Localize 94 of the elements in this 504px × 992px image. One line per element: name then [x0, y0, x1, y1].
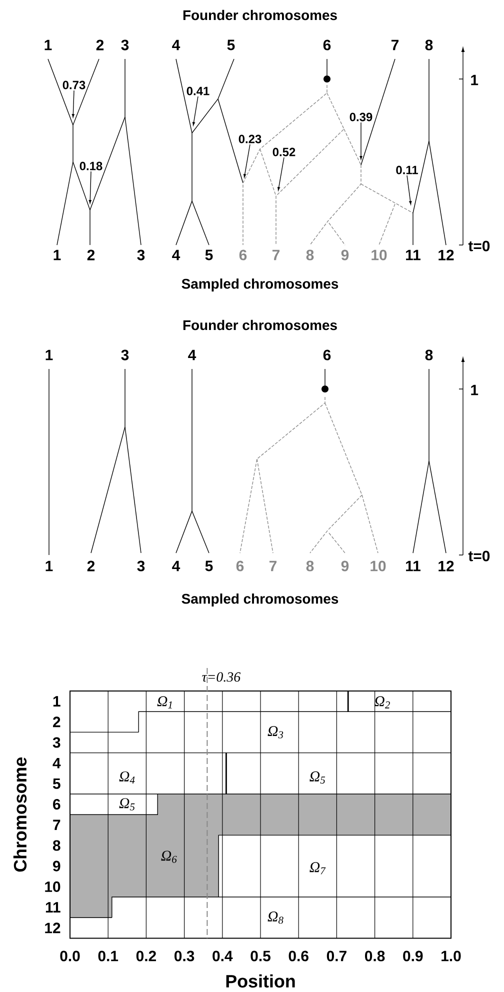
axis-tick-label: 0.0: [60, 950, 80, 962]
chromosome-number: 1: [471, 384, 478, 396]
axis-title: Position: [226, 974, 295, 988]
region-label: Ω$_{6}$: [161, 850, 177, 863]
chromosome-number: 2: [87, 560, 95, 572]
chromosome-number: t=0: [468, 240, 490, 252]
chromosome-number: 9: [341, 250, 349, 260]
axis-tick-label: 3: [52, 737, 60, 748]
chromosome-number: 6: [239, 250, 247, 260]
chromosome-number: 4: [172, 560, 180, 572]
axis-tick-label: 12: [45, 922, 60, 934]
leader-arrow: [192, 96, 198, 126]
chromosome-number: 10: [370, 560, 386, 572]
recombination-label: 0.23: [238, 134, 262, 144]
axis-tick-label: 6: [53, 799, 60, 810]
region-label: Ω$_{1}$: [157, 696, 172, 708]
region-label: Ω$_{4}$: [119, 771, 135, 784]
chromosome-number: 8: [425, 40, 433, 50]
leader-arrow: [72, 90, 74, 118]
leader-arrow: [244, 144, 250, 178]
chromosome-number: 3: [137, 560, 145, 572]
chromosome-number: 6: [236, 560, 244, 572]
chromosome-number: 4: [188, 350, 196, 360]
chromosome-number: 6: [323, 350, 331, 360]
axis-tick-label: 0.9: [403, 950, 423, 962]
axis-tick-label: 0.2: [136, 950, 156, 962]
region-label: Ω$_{5}$: [119, 798, 135, 810]
recombination-label: 0.41: [186, 86, 210, 96]
chromosome-number: t=0: [468, 550, 490, 562]
chromosome-number: 8: [425, 350, 433, 360]
axis-tick-label: 9: [53, 860, 60, 872]
chromosome-number: 5: [205, 250, 213, 260]
chromosome-number: 3: [137, 250, 145, 260]
chromosome-number: 5: [227, 40, 235, 50]
axis-tick-label: 2: [53, 716, 60, 728]
section-heading: Sampled chromosomes: [182, 594, 338, 606]
recombination-label: 0.18: [80, 162, 102, 170]
axis-tick-label: 0.3: [174, 950, 194, 962]
chromosome-number: 2: [96, 40, 104, 50]
chromosome-number: 3: [121, 40, 129, 50]
axis-tick-label: 0.5: [250, 950, 270, 962]
axis-title: Chromosome: [13, 757, 27, 872]
axis-tick-label: 0.7: [326, 950, 346, 962]
leader-arrow: [88, 171, 92, 204]
chromosome-number: 7: [269, 560, 276, 572]
chromosome-number: 7: [391, 40, 398, 50]
chromosome-number: 9: [341, 560, 349, 572]
region-label: Ω$_{3}$: [268, 726, 284, 738]
axis-tick-label: 8: [52, 840, 60, 851]
recombination-label: 0.11: [396, 166, 418, 174]
axis-tick-label: 5: [52, 778, 60, 789]
chromosome-number: 10: [372, 250, 387, 260]
chromosome-number: 3: [121, 350, 129, 360]
axis-tick-label: 1: [53, 696, 60, 706]
chromosome-number: 7: [272, 250, 280, 260]
chromosome-number: 8: [306, 250, 314, 260]
axis-tick-label: 11: [46, 902, 60, 912]
axis-tick-label: 0.1: [98, 950, 118, 962]
axis-tick-label: 0.6: [288, 950, 308, 962]
chromosome-number: 1: [54, 250, 61, 260]
chromosome-number: 8: [306, 560, 314, 572]
region-label: Ω$_{2}$: [374, 696, 390, 708]
axis-tick-label: 4: [52, 758, 61, 768]
chromosome-number: 11: [406, 250, 420, 260]
recombination-label: 0.39: [350, 112, 372, 122]
chromosome-number: 12: [438, 250, 454, 260]
axis-tick-label: 10: [45, 881, 60, 892]
chromosome-number: 12: [438, 560, 454, 572]
recombination-label: 0.52: [272, 148, 296, 156]
chromosome-number: 1: [46, 560, 53, 572]
section-heading: Founder chromosomes: [183, 320, 337, 330]
chromosome-number: 1: [471, 74, 478, 86]
recombination-label: 0.73: [62, 80, 86, 90]
leader-arrow: [360, 122, 362, 160]
region-label: Ω$_{5}$: [310, 771, 326, 784]
chromosome-number: 2: [87, 250, 95, 260]
leader-arrow: [278, 157, 284, 191]
section-heading: Founder chromosomes: [183, 10, 337, 20]
section-heading: Sampled chromosomes: [182, 278, 338, 292]
axis-tick-label: 0.8: [365, 950, 385, 962]
axis-tick-label: 1.0: [442, 950, 461, 962]
chromosome-number: 6: [323, 40, 331, 50]
chromosome-number: 5: [205, 560, 213, 572]
chromosome-number: 1: [44, 40, 52, 50]
chromosome-number: 4: [172, 250, 180, 260]
threshold-label: τ=0.36: [202, 672, 241, 682]
axis-tick-label: 0.4: [212, 950, 233, 962]
chromosome-number: 1: [46, 350, 53, 360]
region-label: Ω$_{7}$: [310, 862, 326, 874]
leader-arrow: [406, 175, 412, 205]
chromosome-number: 11: [406, 560, 420, 572]
region-label: Ω$_{8}$: [268, 912, 284, 924]
chromosome-number: 4: [172, 40, 180, 50]
axis-tick-label: 7: [53, 820, 60, 830]
